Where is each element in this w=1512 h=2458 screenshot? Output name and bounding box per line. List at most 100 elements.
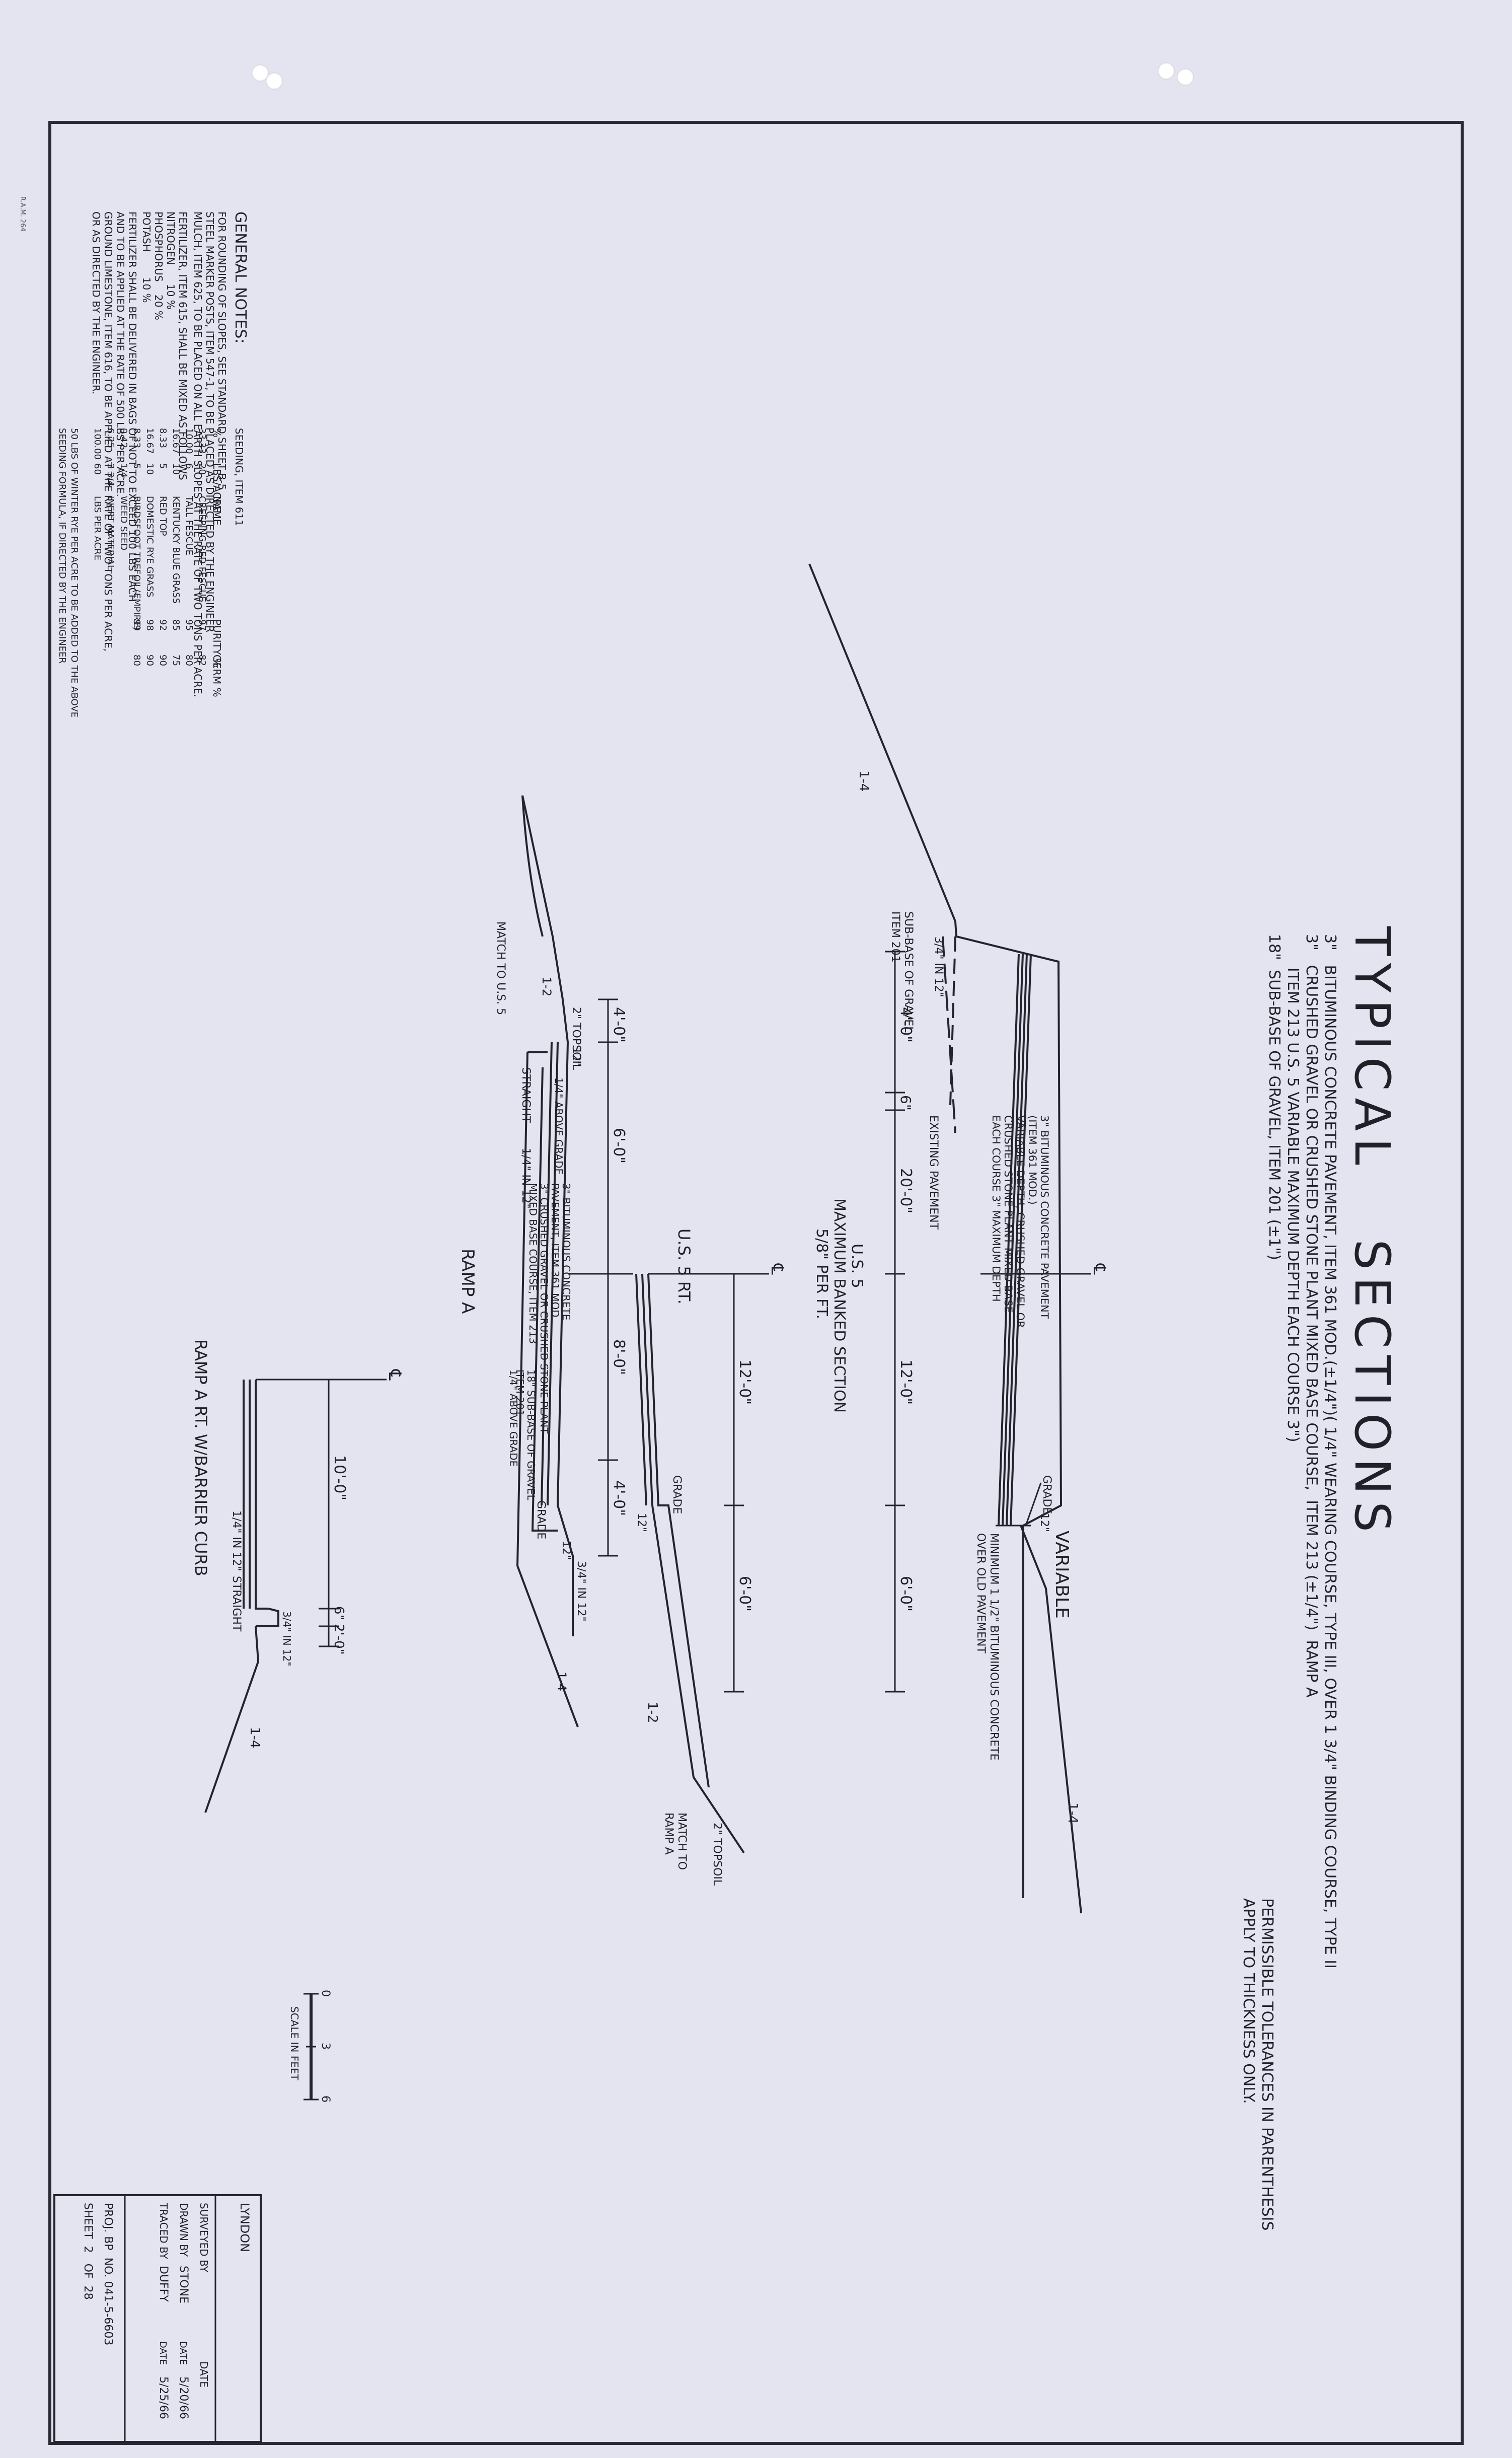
- rampa-pavement-top: [556, 999, 574, 1636]
- title-block-project: PROJ. BP NO. 041-5-6603: [102, 2203, 114, 2345]
- rampa-subbase: [516, 1051, 548, 1566]
- rampa-match-label: MATCH TO U.S. 5: [494, 921, 507, 1015]
- us5-pavement-note-1: 3" BITUMINOUS CONCRETE PAVEMENT: [1038, 1115, 1050, 1319]
- rampa-dim-4ft-right: 4'-0": [610, 1480, 628, 1516]
- title-block-traced-by: DUFFY: [157, 2266, 170, 2302]
- title-block-frame: [53, 2194, 262, 2443]
- seeding-cell: 95: [184, 619, 194, 631]
- rampart-crossfall-left: 1/4" IN 12": [230, 1510, 243, 1571]
- us5-pavement-layer-3: [1002, 954, 1024, 1526]
- rampa-pavement-note-2: PAVEMENT, ITEM 361 MOD.: [549, 1183, 561, 1321]
- us5-dim-6in: 6": [897, 1095, 914, 1111]
- rampa-slope-left: 1-2: [540, 977, 554, 996]
- seeding-cell: 75: [171, 655, 181, 666]
- note-line-4: FERTILIZER, ITEM 615, SHALL BE MIXED AS …: [177, 211, 189, 480]
- us5-pavement-layer-4: [998, 954, 1020, 1526]
- rampa-above-grade-1: 1/4" ABOVE GRADE: [553, 1077, 565, 1175]
- seeding-cell: 82: [197, 655, 207, 666]
- seeding-cell: 90: [144, 655, 155, 666]
- rampa-subbase-note-2: ITEM 201: [514, 1369, 526, 1416]
- us5rt-pavement-layer-2: [635, 1273, 647, 1506]
- tolerance-note-1: PERMISSIBLE TOLERANCES IN PARENTHESIS: [1258, 1898, 1276, 2231]
- seeding-cell: 90: [158, 655, 168, 666]
- rampa-grade-label: GRADE: [535, 1500, 547, 1539]
- rampa-dim-6ft: 6'-0": [610, 1128, 628, 1164]
- seeding-cell: TALL FESCUE: [184, 495, 194, 555]
- seeding-cell: CREEPING RED FESCUE: [197, 496, 207, 602]
- note-line-11: OR AS DIRECTED BY THE ENGINEER.: [90, 211, 102, 394]
- rampa-dim-4ft-left: 4'-0": [610, 1007, 628, 1043]
- title-block-town: LYNDON: [238, 2203, 252, 2252]
- us5-pavement-top: [954, 921, 1063, 1898]
- rampart-dim-2ft: 2'-0": [331, 1624, 346, 1655]
- scale-bar: 0 3 6 SCALE IN FEET: [288, 1990, 332, 2103]
- note-line-6: PHOSPHORUS 20 %: [153, 211, 165, 320]
- note-line-3: MULCH, ITEM 625, TO BE PLACED ON ALL EAR…: [192, 211, 204, 697]
- us5-existing-pavement: [942, 936, 956, 1133]
- us5rt-pavement: [647, 1273, 710, 1788]
- us5rt-shoulder-slope: [651, 1505, 745, 1854]
- us5-crossfall: 3/4" IN 12": [932, 936, 945, 997]
- rampa-right-slope: [516, 1565, 579, 1727]
- seeding-cell: 98: [144, 619, 155, 631]
- seeding-cell: 80: [184, 655, 194, 666]
- seeding-cell: 10.00: [184, 428, 194, 454]
- drawing-frame: [48, 121, 1464, 2445]
- seeding-cell: 0.42: [118, 428, 129, 448]
- seeding-cell: WEED SEED: [118, 496, 129, 550]
- us5-pavement-layer-2: [1006, 954, 1028, 1526]
- title-block-traced-date-label: DATE: [158, 2341, 168, 2365]
- rampart-centerline-symbol: ℄: [385, 1369, 405, 1381]
- us5-pavement-layer-1: [1010, 954, 1032, 1526]
- us5-caption-3: 5/8" PER FT.: [813, 1228, 830, 1319]
- seeding-rows: 50 LBS OF WINTER RYE PER ACRE TO BE ADDE…: [57, 428, 207, 717]
- seeding-cell: 5: [158, 463, 168, 469]
- us5rt-pavement-layer: [641, 1273, 653, 1506]
- us5-caption-2: MAXIMUM BANKED SECTION: [830, 1198, 848, 1413]
- us5rt-twelve-label: 12": [635, 1513, 648, 1532]
- us5-variable-label: VARIABLE: [1051, 1531, 1072, 1619]
- rampart-straight-label: STRAIGHT: [230, 1576, 243, 1632]
- rampart-dim-10ft: 10'-0": [331, 1455, 348, 1500]
- us5rt-grade-label: GRADE: [670, 1475, 683, 1514]
- seeding-cell: 16.67: [144, 428, 155, 454]
- ramp-a-section: 4'-0" 6'-0" 8'-0" 4'-0" MATCH TO U.S. 5 …: [458, 795, 633, 1727]
- us5-dim-20ft: 20'-0": [897, 1168, 915, 1213]
- rampa-pavement-note-4: MIXED BASE COURSE, ITEM 213: [527, 1183, 539, 1344]
- seeding-cell: 6: [184, 463, 194, 469]
- seeding-cell: 100.00: [92, 428, 103, 460]
- us5-pavement-note-3: VARIABLE DEPTH, CRUSHED GRAVEL OR: [1014, 1115, 1026, 1328]
- notes-heading: GENERAL NOTES:: [232, 211, 249, 344]
- seeding-header-name: NAME: [211, 496, 223, 526]
- us5-shoulder-slope: [1020, 1525, 1082, 1914]
- rampa-straight-label: STRAIGHT: [519, 1067, 532, 1123]
- seeding-title: SEEDING, ITEM 611: [233, 428, 245, 526]
- rotated-drawing: TYPICAL SECTIONS 3" BITUMINOUS CONCRETE …: [48, 121, 1464, 2445]
- title-block-traced-date: 5/25/66: [157, 2376, 170, 2419]
- seeding-cell: 92: [158, 619, 168, 631]
- seeding-header-lbs: LBS/ACRE: [211, 463, 223, 513]
- us5-dim-4ft: 4'-0": [897, 1007, 915, 1043]
- us5-rt-section: ℄ 12'-0" 6'-0" GRADE 12" 1-2 2" TOPSOIL …: [635, 1228, 787, 1886]
- us5rt-match-label-1: MATCH TO: [675, 1813, 688, 1870]
- title-block-dividers: [124, 2195, 216, 2442]
- us5rt-centerline-symbol: ℄: [767, 1263, 787, 1275]
- us5-caption-1: U.S. 5: [848, 1244, 866, 1288]
- title-block-surveyed: SURVEYED BY: [198, 2203, 210, 2273]
- seeding-cell: INERT MATERIAL: [105, 496, 116, 570]
- rampa-subbase-note-1: 18" SUB-BASE OF GRAVEL: [525, 1369, 537, 1501]
- rampa-twelve-left: 12": [570, 1047, 582, 1066]
- us5-dimension-ticks: [885, 951, 905, 1693]
- note-line-1: FOR ROUNDING OF SLOPES, SEE STANDARD SHE…: [216, 211, 228, 490]
- us5-slope-right: 1-4: [1065, 1802, 1080, 1824]
- seeding-cell: 33.33: [197, 428, 207, 454]
- seeding-cell: 1/4: [118, 463, 129, 478]
- seeding-cell: 8.33: [131, 428, 142, 448]
- us5-slope-left: 1-4: [856, 770, 871, 791]
- binder-hole: [1158, 62, 1175, 80]
- rampa-pavement-note-1: 3" BITUMINOUS CONCRETE: [560, 1183, 572, 1320]
- legend-line-4: 18" SUB-BASE OF GRAVEL, ITEM 201 (±1"): [1265, 934, 1283, 1260]
- rampa-above-grade-2: 1/4" ABOVE GRADE: [507, 1369, 519, 1467]
- note-line-5: NITROGEN 10 %: [165, 211, 177, 310]
